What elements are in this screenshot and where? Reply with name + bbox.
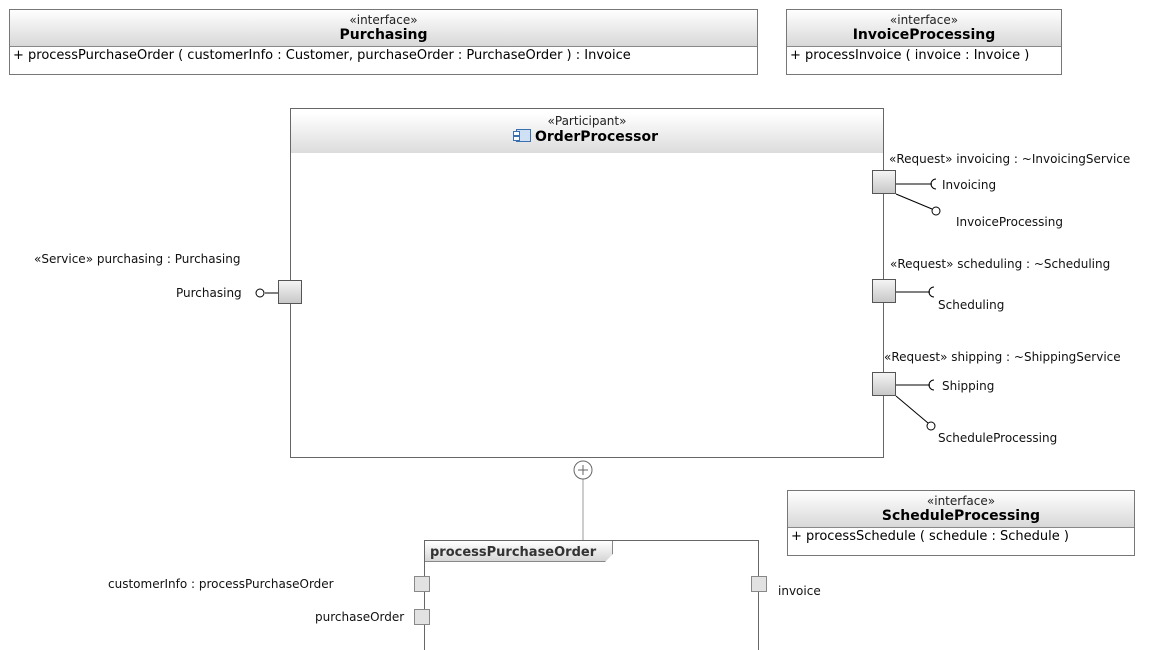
invoice-processing-interface[interactable]: «interface» InvoiceProcessing + processI… xyxy=(786,9,1062,75)
interface-name: InvoiceProcessing xyxy=(852,27,996,43)
interface-header: «interface» Purchasing xyxy=(10,10,757,47)
invoice-pin[interactable] xyxy=(751,576,767,592)
order-processor-participant[interactable]: «Participant» OrderProcessor xyxy=(290,108,884,458)
invoicing-request-port[interactable] xyxy=(872,170,896,194)
shipping-required-label: Shipping xyxy=(942,379,995,393)
service-port-label: «Service» purchasing : Purchasing xyxy=(34,252,241,266)
invoice-pin-label: invoice xyxy=(778,584,821,598)
interface-header: «interface» InvoiceProcessing xyxy=(787,10,1061,47)
shipping-request-port[interactable] xyxy=(872,372,896,396)
scheduling-required-socket xyxy=(928,286,935,298)
shipping-provided-circle xyxy=(926,421,936,431)
shipping-provided-line xyxy=(895,395,929,424)
interface-operation: + processPurchaseOrder ( customerInfo : … xyxy=(13,48,631,63)
invoicing-provided-line xyxy=(895,193,933,210)
interface-stereotype: «interface» xyxy=(349,13,418,27)
participant-stereotype: «Participant» xyxy=(547,114,627,128)
customer-info-pin[interactable] xyxy=(414,576,430,592)
participant-header: «Participant» OrderProcessor xyxy=(291,109,883,153)
interface-stereotype: «interface» xyxy=(926,494,996,508)
customer-info-pin-label: customerInfo : processPurchaseOrder xyxy=(108,577,334,591)
interface-name: Purchasing xyxy=(339,27,428,43)
purchasing-interface-label: Purchasing xyxy=(176,286,242,300)
interface-header: «interface» ScheduleProcessing xyxy=(788,491,1134,528)
schedule-processing-interface[interactable]: «interface» ScheduleProcessing + process… xyxy=(787,490,1135,556)
schedule-processing-provided-label: ScheduleProcessing xyxy=(938,431,1058,445)
purchasing-interface[interactable]: «interface» Purchasing + processPurchase… xyxy=(9,9,758,75)
scheduling-port-label: «Request» scheduling : ~Scheduling xyxy=(890,257,1111,271)
interface-name: ScheduleProcessing xyxy=(881,508,1041,524)
scheduling-request-port[interactable] xyxy=(872,279,896,303)
component-icon xyxy=(513,129,531,142)
invoicing-required-socket xyxy=(930,178,937,190)
shipping-port-label: «Request» shipping : ~ShippingService xyxy=(884,350,1121,364)
purchasing-service-port[interactable] xyxy=(278,280,302,304)
purchase-order-pin[interactable] xyxy=(414,609,430,625)
invoicing-provided-circle xyxy=(931,206,941,216)
process-purchase-order-activity[interactable]: processPurchaseOrder xyxy=(424,540,759,650)
interface-operation: + processInvoice ( invoice : Invoice ) xyxy=(790,48,1030,63)
activity-name-tab: processPurchaseOrder xyxy=(425,541,613,562)
invoice-processing-provided-label: InvoiceProcessing xyxy=(956,215,1063,229)
interface-operation: + processSchedule ( schedule : Schedule … xyxy=(791,529,1069,544)
purchasing-lollipop-circle xyxy=(255,288,265,298)
invoicing-port-label: «Request» invoicing : ~InvoicingService xyxy=(889,152,1131,166)
activity-name: processPurchaseOrder xyxy=(430,545,597,560)
invoicing-required-label: Invoicing xyxy=(942,178,997,192)
purchase-order-pin-label: purchaseOrder xyxy=(315,610,405,624)
participant-name: OrderProcessor xyxy=(535,129,658,145)
shipping-required-socket xyxy=(928,379,935,391)
interface-stereotype: «interface» xyxy=(889,13,959,27)
scheduling-required-label: Scheduling xyxy=(938,298,1005,312)
